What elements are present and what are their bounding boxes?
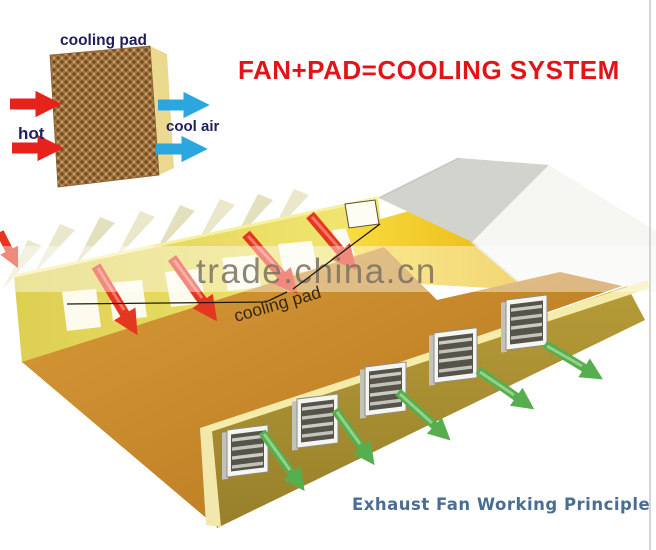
- wall-end-strip: [200, 428, 221, 527]
- exhaust-fan: [292, 393, 339, 451]
- pad-inset-label: cooling pad: [60, 32, 147, 49]
- window-opening: [62, 289, 101, 331]
- intake-arrows: [0, 211, 357, 336]
- diagram-title: FAN+PAD=COOLING SYSTEM: [238, 55, 620, 85]
- cool-air-label: cool air: [166, 118, 220, 135]
- exhaust-fan: [360, 361, 407, 419]
- roof: [378, 157, 656, 292]
- hot-air-arrows: [10, 90, 64, 162]
- watermark-band: [0, 246, 656, 292]
- exhaust-fan: [222, 424, 269, 480]
- cooling-pad-leader-lines: [66, 223, 381, 305]
- pad-front-face: [49, 45, 160, 188]
- exhaust-fans: [222, 294, 548, 480]
- cool-air-arrows: [156, 91, 210, 163]
- exhaust-arrows: [258, 340, 603, 492]
- gable-window-opening: [344, 199, 380, 229]
- exhaust-fan: [429, 327, 478, 386]
- window-opening: [278, 241, 317, 274]
- caption-text: Exhaust Fan Working Principle: [352, 495, 650, 514]
- hot-label: hot: [18, 124, 45, 143]
- cooling-pad-inset: cooling pad hot cool air: [10, 32, 220, 188]
- exhaust-fan: [501, 294, 548, 353]
- window-opening: [222, 255, 261, 291]
- interior-floor: [22, 247, 622, 528]
